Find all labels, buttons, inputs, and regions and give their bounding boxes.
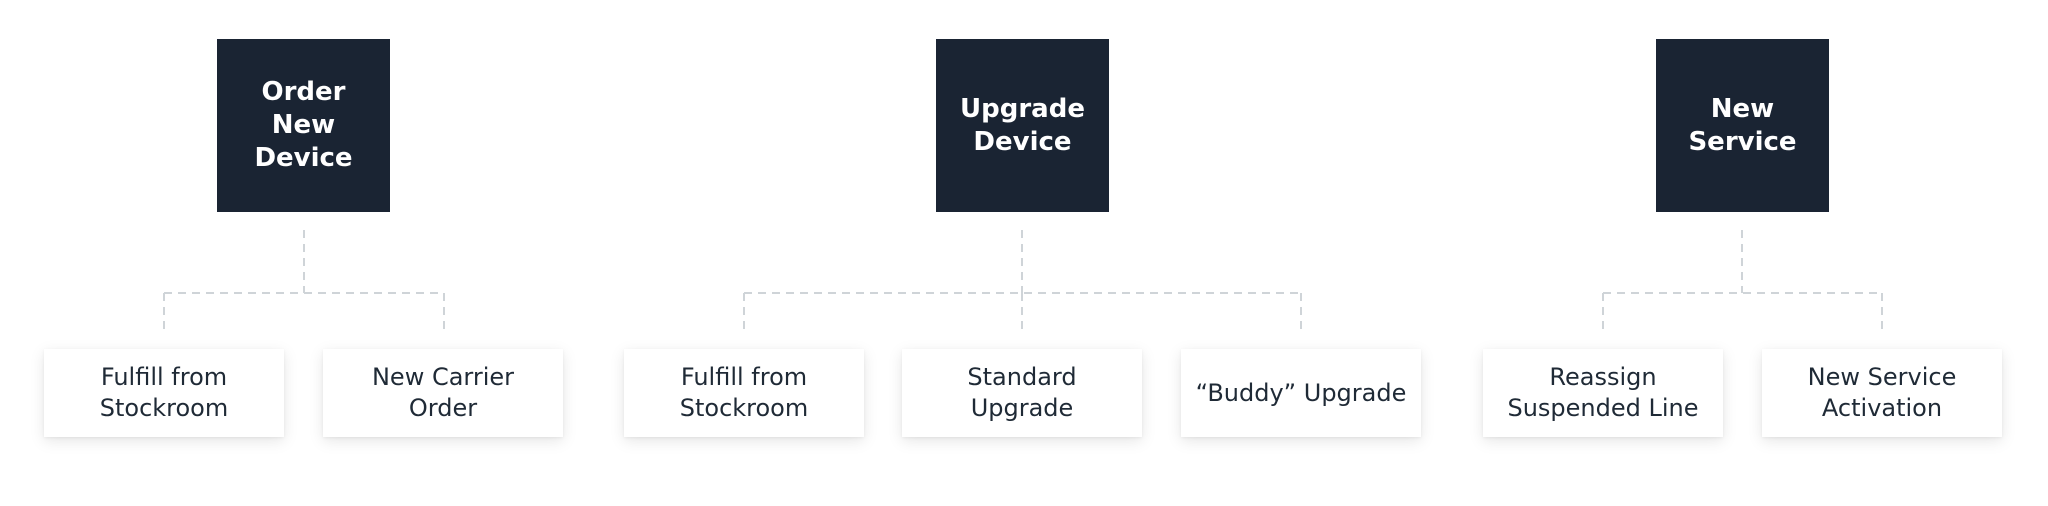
child-node-label: Standard Upgrade bbox=[967, 363, 1077, 422]
child-node-label: Reassign Suspended Line bbox=[1507, 363, 1699, 422]
child-node-new-service-activation: New Service Activation bbox=[1762, 349, 2002, 437]
child-node-reassign-suspended-line: Reassign Suspended Line bbox=[1483, 349, 1723, 437]
root-node-label: Order New Device bbox=[254, 77, 353, 173]
child-node-label: New Carrier Order bbox=[371, 363, 515, 422]
root-node-upgrade-device: Upgrade Device bbox=[936, 39, 1109, 212]
child-node-new-carrier-order: New Carrier Order bbox=[323, 349, 563, 437]
root-node-new-service: New Service bbox=[1656, 39, 1829, 212]
child-node-label: Fulfill from Stockroom bbox=[679, 363, 809, 422]
root-node-label: New Service bbox=[1688, 93, 1797, 157]
child-node-standard-upgrade: Standard Upgrade bbox=[902, 349, 1142, 437]
child-node-fulfill-from-stockroom: Fulfill from Stockroom bbox=[624, 349, 864, 437]
child-node-label: “Buddy” Upgrade bbox=[1195, 378, 1407, 407]
child-node-fulfill-from-stockroom: Fulfill from Stockroom bbox=[44, 349, 284, 437]
root-node-label: Upgrade Device bbox=[960, 93, 1085, 157]
child-node-label: Fulfill from Stockroom bbox=[99, 363, 229, 422]
child-node-label: New Service Activation bbox=[1807, 363, 1957, 422]
child-node-buddy-upgrade: “Buddy” Upgrade bbox=[1181, 349, 1421, 437]
root-node-order-new-device: Order New Device bbox=[217, 39, 390, 212]
